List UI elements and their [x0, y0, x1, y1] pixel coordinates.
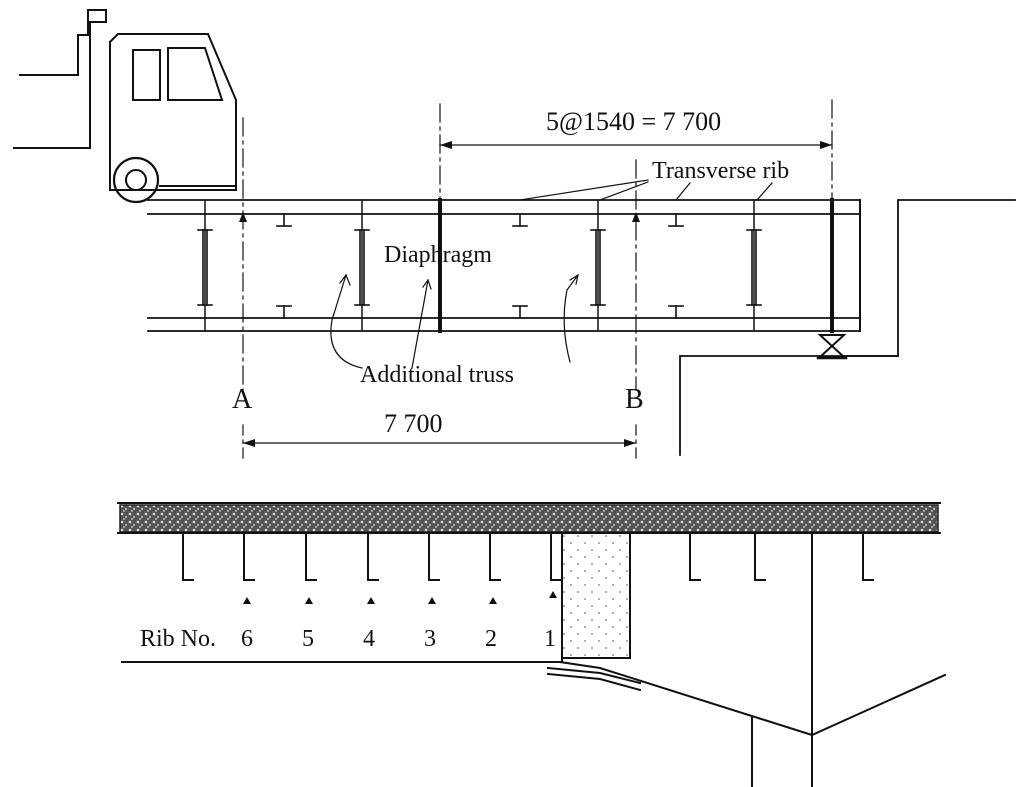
spacing-dimension-label: 5@1540 = 7 700 — [546, 107, 721, 136]
rib-number-label: Rib No. — [140, 626, 216, 652]
diaphragm-label: Diaphragm — [384, 242, 492, 268]
section-a-label: A — [232, 384, 253, 415]
girder-cross-section — [121, 532, 947, 787]
dimension-line-spacing — [439, 141, 833, 149]
abutment-outline — [679, 199, 1016, 456]
dimension-line-ab — [242, 439, 637, 447]
rib-number-2: 2 — [485, 626, 497, 652]
leaders-additional-truss — [330, 273, 579, 369]
section-b-label: B — [625, 384, 644, 415]
rib-number-6: 6 — [241, 626, 253, 652]
bearing-support-icon — [816, 334, 848, 360]
load-arrow-icons — [239, 212, 640, 222]
deck-surfacing — [117, 502, 941, 534]
ab-dimension-label: 7 700 — [384, 409, 443, 438]
rib-number-5: 5 — [302, 626, 314, 652]
centerlines — [242, 99, 833, 461]
longitudinal-ribs — [182, 532, 874, 581]
transverse-rib-label: Transverse rib — [652, 158, 789, 184]
deck-posts — [204, 199, 755, 332]
rib-number-4: 4 — [363, 626, 375, 652]
diaphragm-members — [438, 198, 834, 333]
additional-truss-members — [197, 229, 762, 306]
bridge-girder — [147, 199, 861, 332]
transverse-ribs — [276, 213, 684, 319]
diaphragm-section — [561, 532, 631, 663]
rib-marker-icons — [243, 591, 557, 604]
leaders-transverse-rib — [519, 179, 773, 201]
rib-number-3: 3 — [424, 626, 436, 652]
rib-number-1: 1 — [544, 626, 556, 652]
truck-icon — [13, 9, 237, 204]
additional-truss-label: Additional truss — [360, 362, 514, 388]
